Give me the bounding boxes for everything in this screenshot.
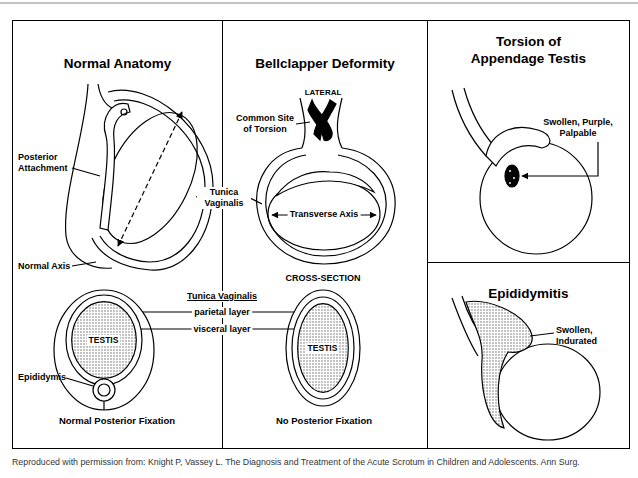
organ-label: TESTIS <box>87 335 121 345</box>
figure-caption: Reproduced with permission from: Knight … <box>12 457 634 468</box>
leader-line <box>530 333 554 336</box>
panel-heading: Epididymitis <box>439 285 619 302</box>
parietal-layer <box>286 290 360 406</box>
leader-line <box>141 328 192 329</box>
leader-line <box>143 311 192 312</box>
testis-outline <box>297 303 348 392</box>
speckle <box>509 170 511 172</box>
leader-line <box>296 122 310 124</box>
epididymis <box>93 379 115 401</box>
finding-label: Swollen, Purple, Palpable <box>536 117 620 139</box>
anatomy-panel: Epididymitis <box>427 262 630 449</box>
appendix-testis <box>121 109 127 115</box>
leader-line <box>252 311 294 312</box>
leader-line <box>72 168 100 176</box>
leader-arrow <box>522 142 598 176</box>
testis-outline <box>496 344 600 440</box>
spermatic-cord <box>462 296 488 344</box>
part-label: Tunica Vaginalis <box>197 187 251 209</box>
epididymis <box>486 128 550 166</box>
testis-outline <box>71 301 136 378</box>
swollen-epididymis <box>466 301 532 428</box>
speckle <box>509 182 511 184</box>
spermatic-cord <box>98 84 112 108</box>
tunica-inner <box>266 155 386 256</box>
layer-label: visceral layer <box>191 324 252 335</box>
anatomy-panel: Torsion of Appendage Testis <box>427 20 630 263</box>
epididymis <box>100 103 130 230</box>
panel-heading: Normal Anatomy <box>18 55 218 72</box>
visceral-layer <box>66 295 142 385</box>
parietal-layer <box>54 290 154 410</box>
panel-heading: Bellclapper Deformity <box>225 55 425 72</box>
appendage-torsion-drawing <box>452 88 598 254</box>
testis-outline <box>268 178 380 250</box>
spermatic-cord <box>300 98 305 148</box>
spermatic-cord <box>452 90 486 156</box>
tunica-outer <box>92 90 213 270</box>
torsed-appendage <box>505 165 519 187</box>
tunica-outer <box>257 148 396 264</box>
posterior-fixation <box>103 401 104 410</box>
part-label: Tunica Vaginalis <box>185 291 259 302</box>
spermatic-cord <box>337 98 342 148</box>
epididymitis-drawing <box>452 296 600 440</box>
header-rule <box>0 3 638 4</box>
organ-label: TESTIS <box>306 343 340 353</box>
normal-anatomy-drawing <box>66 84 262 270</box>
part-label: Normal Axis <box>18 261 70 272</box>
testis-cross-section: TESTIS <box>297 303 349 393</box>
finding-label: Swollen, Indurated <box>556 325 610 347</box>
epididymis-lumen <box>98 384 110 396</box>
figure-label: No Posterior Fixation <box>276 415 372 426</box>
tunica-inner <box>100 100 205 262</box>
twisted-cord <box>308 100 332 141</box>
panel-heading: Torsion of Appendage Testis <box>459 33 599 67</box>
visceral-layer <box>292 297 354 399</box>
testis-outline <box>480 142 592 254</box>
view-label: LATERAL <box>305 87 342 98</box>
leader-line <box>66 378 93 386</box>
scrotal-wall <box>66 84 112 268</box>
testis-outline <box>83 98 216 259</box>
axis-arrow <box>118 112 182 246</box>
twisted-cord <box>314 100 336 140</box>
view-label: CROSS-SECTION <box>285 273 360 284</box>
leader-line <box>252 328 294 329</box>
anatomy-panel: Bellclapper DeformityTESTIS <box>222 20 428 449</box>
leader-line <box>72 262 96 266</box>
spermatic-cord <box>452 298 478 356</box>
cross-section-drawing <box>54 290 360 410</box>
axis-label: Transverse Axis <box>288 209 361 220</box>
part-label: Epididymis <box>18 372 66 383</box>
epididymis <box>276 172 374 196</box>
part-label: Posterior Attachment <box>18 152 78 174</box>
figure-label: Normal Posterior Fixation <box>59 415 175 426</box>
spermatic-cord <box>464 88 494 146</box>
anatomy-panel: Normal AnatomyTESTIS <box>12 20 223 449</box>
speckle <box>513 177 515 179</box>
layer-label: parietal layer <box>192 307 252 318</box>
part-label: Common Site of Torsion <box>234 113 296 135</box>
testis-cross-section: TESTIS <box>71 301 137 379</box>
